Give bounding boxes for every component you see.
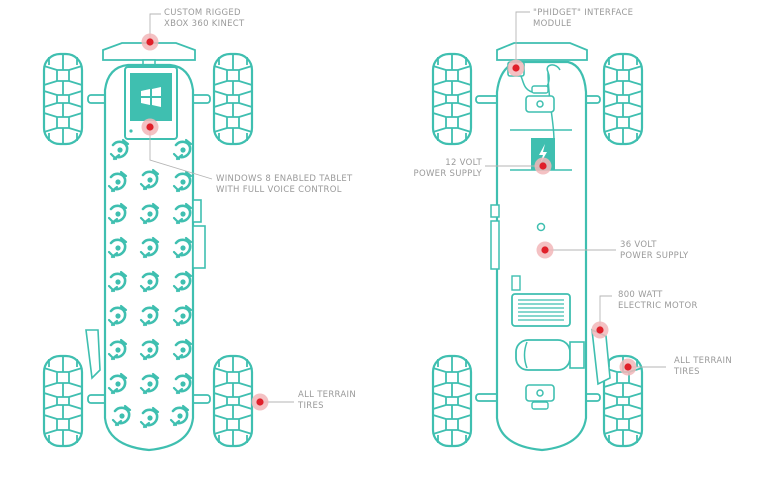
- kinect-sensor: [102, 42, 196, 61]
- hotspot-phidget[interactable]: [507, 59, 525, 77]
- hotspot-kinect[interactable]: [141, 33, 159, 51]
- callout-tablet: WINDOWS 8 ENABLED TABLET WITH FULL VOICE…: [216, 174, 353, 195]
- hotspot-tires-top[interactable]: [251, 393, 269, 411]
- callout-36v: 36 VOLT POWER SUPPLY: [620, 240, 689, 261]
- vent-grille: [511, 293, 571, 327]
- callout-tires-bottom: ALL TERRAIN TIRES: [674, 356, 732, 377]
- lightning-bolt-icon: [539, 144, 547, 164]
- tablet-screen: [130, 73, 172, 121]
- callout-tires-top: ALL TERRAIN TIRES: [298, 390, 356, 411]
- hotspot-tires-bottom[interactable]: [619, 358, 637, 376]
- callout-phidget: "PHIDGET" INTERFACE MODULE: [533, 8, 634, 29]
- wheel-front-right: [212, 52, 254, 146]
- wheel-rear-right: [212, 354, 254, 448]
- windows-logo-icon: [141, 87, 161, 107]
- wheel-front-left-bottom: [431, 52, 473, 146]
- top-view-board: [42, 42, 254, 452]
- hotspot-tablet[interactable]: [141, 118, 159, 136]
- hotspot-12v[interactable]: [534, 157, 552, 175]
- hotspot-36v[interactable]: [536, 241, 554, 259]
- callout-motor: 800 WATT ELECTRIC MOTOR: [618, 290, 698, 311]
- wheel-rear-left-bottom: [431, 354, 473, 448]
- wheel-front-right-bottom: [602, 52, 644, 146]
- hotspot-motor[interactable]: [591, 321, 609, 339]
- callout-kinect: CUSTOM RIGGED XBOX 360 KINECT: [164, 8, 245, 29]
- wheel-front-left: [42, 52, 84, 146]
- deck-top: [103, 63, 195, 452]
- callout-12v: 12 VOLT POWER SUPPLY: [413, 158, 482, 179]
- wheel-rear-left: [42, 354, 84, 448]
